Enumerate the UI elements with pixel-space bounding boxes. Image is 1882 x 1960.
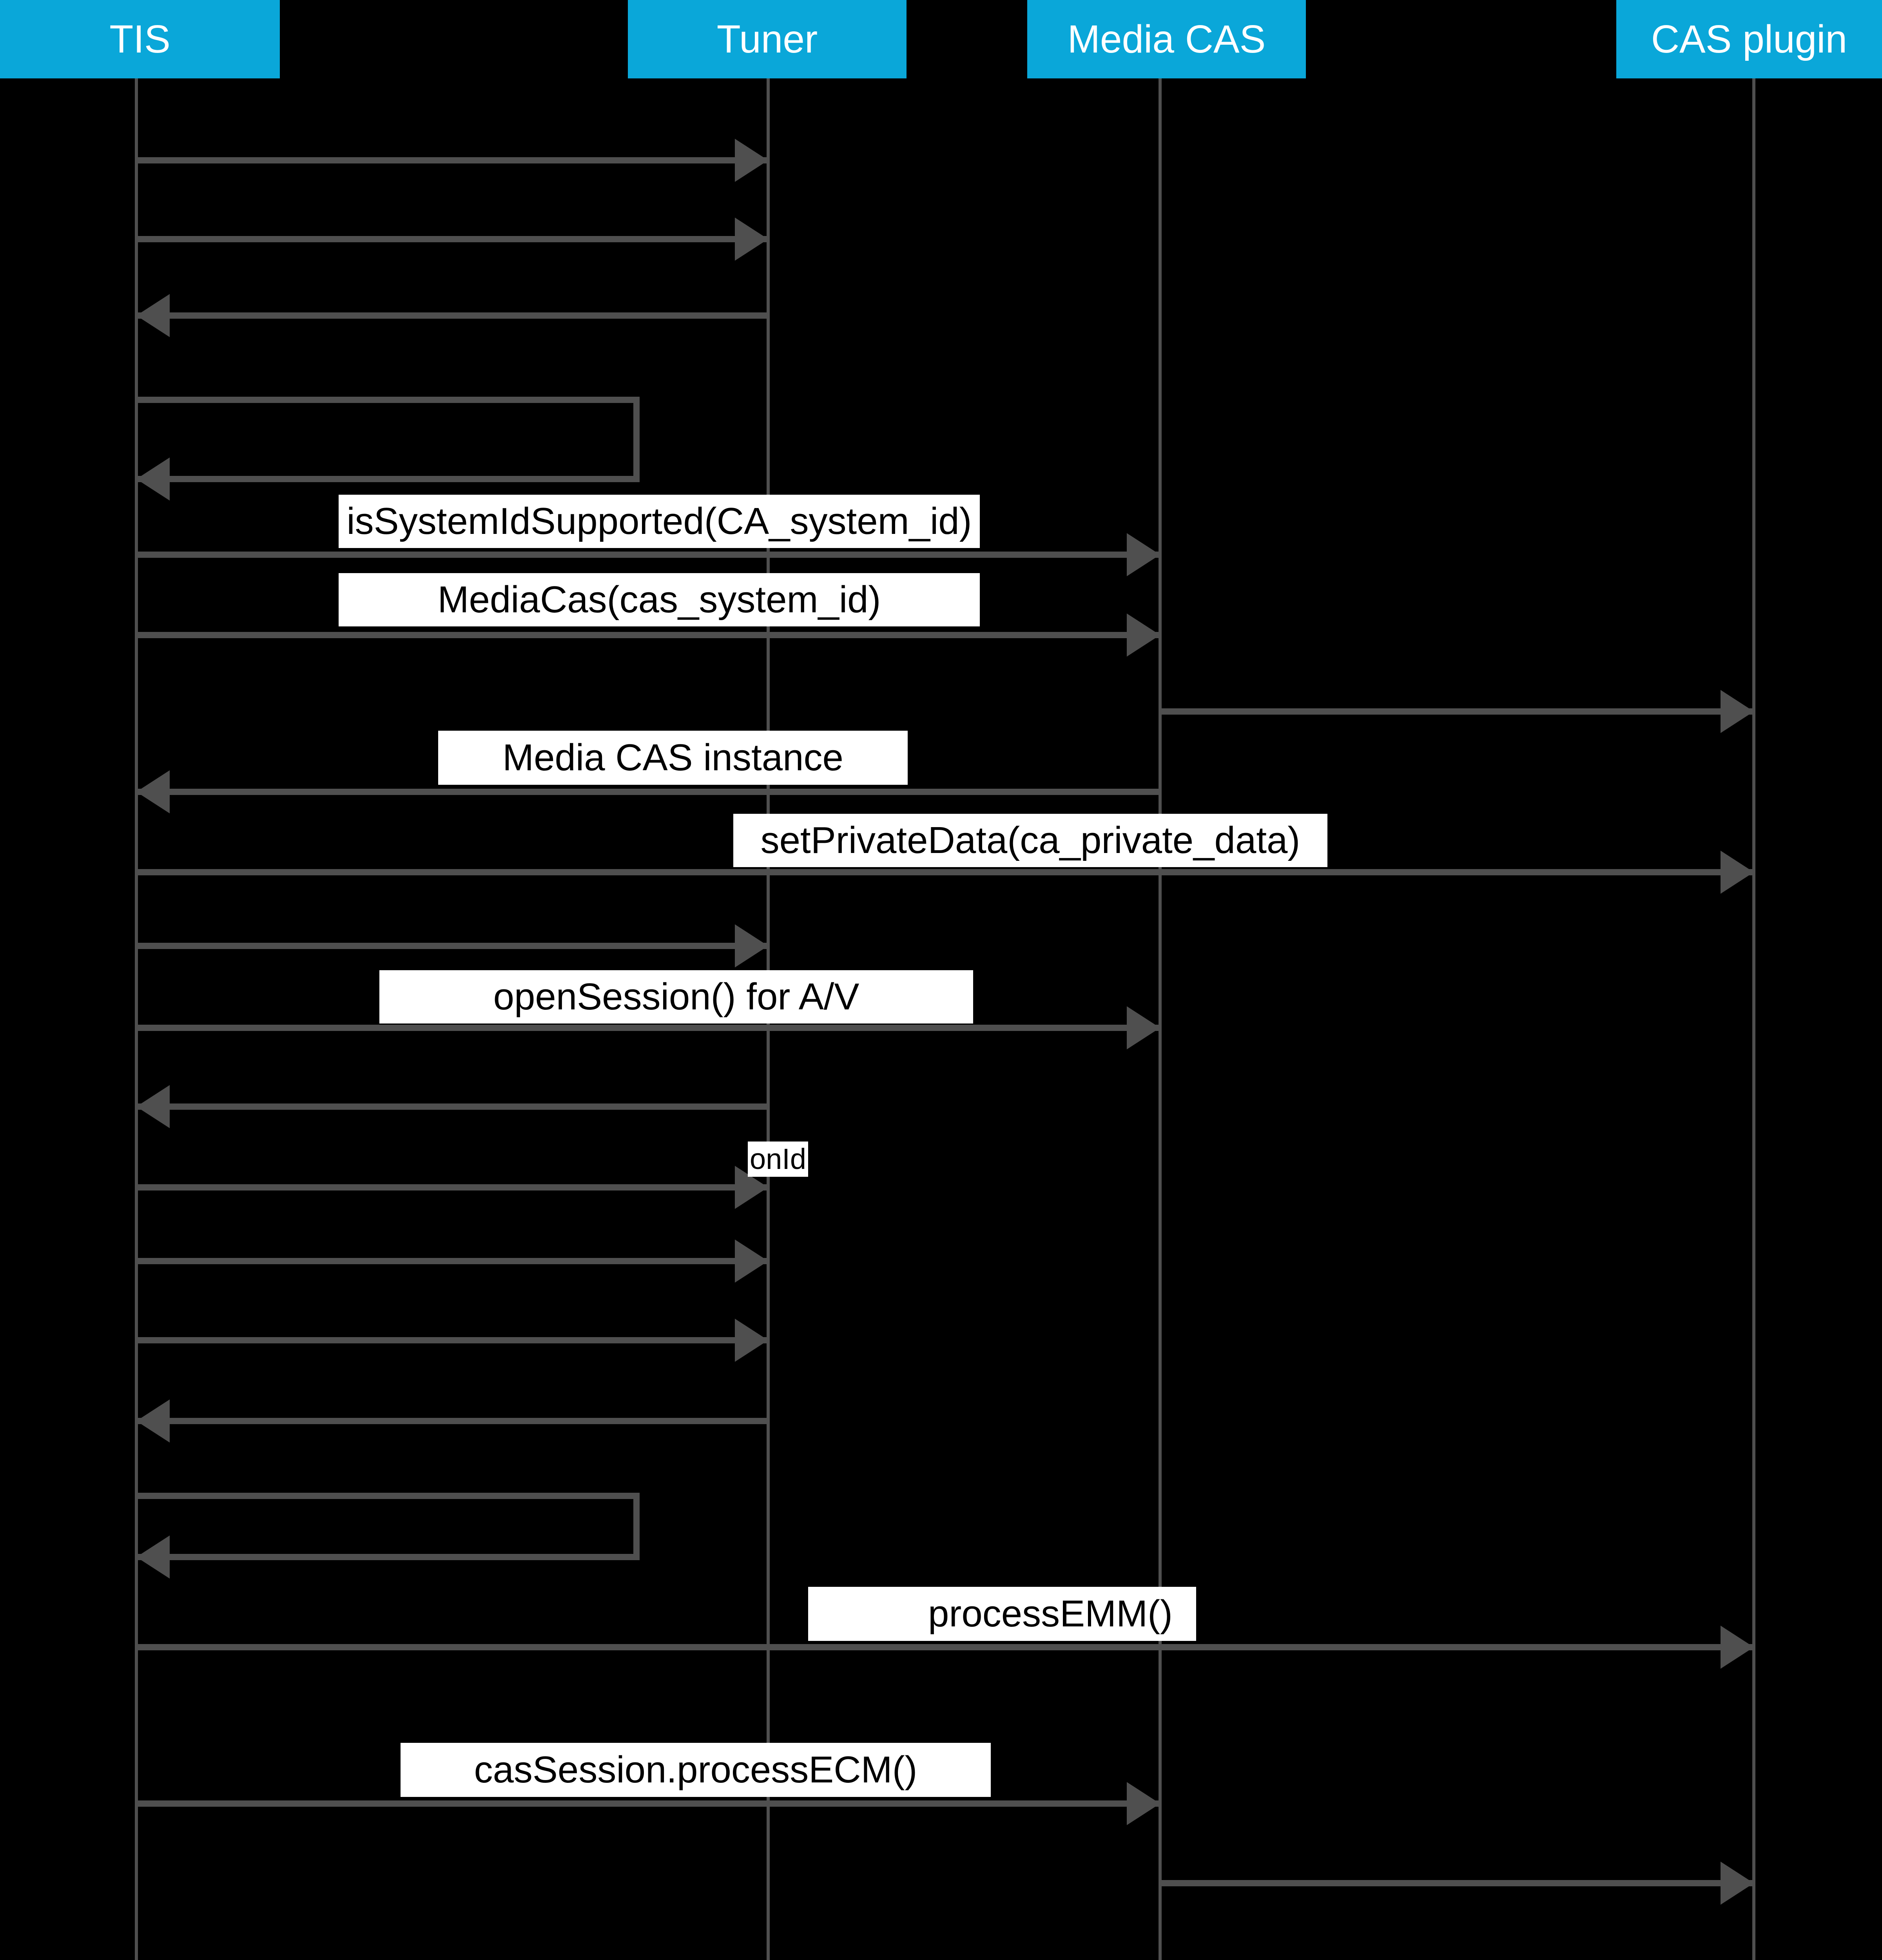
actor-top-media-cas: Media CAS (1027, 0, 1306, 78)
actor-label: CAS plugin (1651, 17, 1848, 61)
actor-top-tis: TIS (0, 0, 280, 78)
arrowhead-right-icon (735, 218, 768, 261)
message-label-setprivatedata: setPrivateData(ca_private_data) (733, 814, 1327, 867)
arrowhead-right-icon (735, 924, 768, 967)
message-arrow-tis-tuner (136, 139, 768, 182)
lifeline-cas-plugin (1752, 78, 1755, 1960)
arrowhead-right-icon (1127, 533, 1160, 576)
message-label-media-cas-instance: Media CAS instance (438, 731, 908, 785)
message-arrow-tis-mediacas (136, 533, 1160, 576)
message-arrow-tuner-tis (136, 294, 768, 337)
arrowhead-right-icon (735, 139, 768, 182)
actor-label: Tuner (716, 17, 818, 61)
arrowhead-right-icon (1127, 1782, 1160, 1825)
message-arrow-tis-tuner (136, 1240, 768, 1283)
message-arrow-tis-mediacas (136, 1782, 1160, 1825)
message-arrow-mediacas-casplugin (1160, 690, 1754, 733)
arrowhead-right-icon (735, 1240, 768, 1283)
message-arrow-tis-tuner (136, 1166, 768, 1209)
self-call-right-segment (633, 1493, 640, 1560)
arrowhead-right-icon (1127, 1006, 1160, 1049)
message-arrow-tis-casplugin (136, 1626, 1754, 1669)
message-arrow-tis-tuner (136, 1319, 768, 1362)
lifeline-media-cas (1159, 78, 1162, 1960)
arrowhead-right-icon (1721, 1862, 1754, 1905)
message-arrow-tis-casplugin (136, 851, 1754, 894)
arrowhead-left-icon (136, 294, 170, 337)
message-label-cassession-processecm: casSession.processECM() (401, 1743, 991, 1797)
actor-label: Media CAS (1067, 17, 1266, 61)
message-arrow-tis-tuner (136, 924, 768, 967)
self-call-top-segment (136, 397, 640, 403)
self-call-right-segment (633, 397, 640, 482)
message-arrow-tis-mediacas (136, 613, 1160, 657)
lifeline-tis (135, 78, 138, 1960)
self-call-return-arrow (136, 1535, 640, 1579)
message-arrow-tis-mediacas (136, 1006, 1160, 1049)
arrowhead-right-icon (1721, 690, 1754, 733)
arrowhead-right-icon (1721, 1626, 1754, 1669)
message-arrow-mediacas-tis (136, 770, 1160, 813)
arrowhead-right-icon (1127, 613, 1160, 657)
arrowhead-left-icon (136, 1085, 170, 1128)
message-label-processemm: processEMM() (808, 1587, 1196, 1641)
arrowhead-right-icon (1721, 851, 1754, 894)
arrowhead-right-icon (735, 1319, 768, 1362)
arrowhead-left-icon (136, 1399, 170, 1443)
message-arrow-tuner-tis (136, 1399, 768, 1443)
message-arrow-tis-tuner (136, 218, 768, 261)
arrowhead-left-icon (136, 770, 170, 813)
actor-top-cas-plugin: CAS plugin (1616, 0, 1882, 78)
message-label-onid: onId (748, 1142, 808, 1177)
message-arrow-mediacas-casplugin (1160, 1862, 1754, 1905)
message-label-opensession: openSession() for A/V (379, 970, 973, 1024)
message-label-mediacas-constructor: MediaCas(cas_system_id) (339, 573, 980, 626)
arrowhead-left-icon (136, 457, 170, 501)
arrowhead-left-icon (136, 1535, 170, 1579)
actor-label: TIS (109, 17, 170, 61)
message-arrow-tuner-tis (136, 1085, 768, 1128)
actor-top-tuner: Tuner (628, 0, 907, 78)
message-label-issystemidsupported: isSystemIdSupported(CA_system_id) (339, 495, 980, 548)
self-call-return-arrow (136, 457, 640, 501)
self-call-top-segment (136, 1493, 640, 1499)
